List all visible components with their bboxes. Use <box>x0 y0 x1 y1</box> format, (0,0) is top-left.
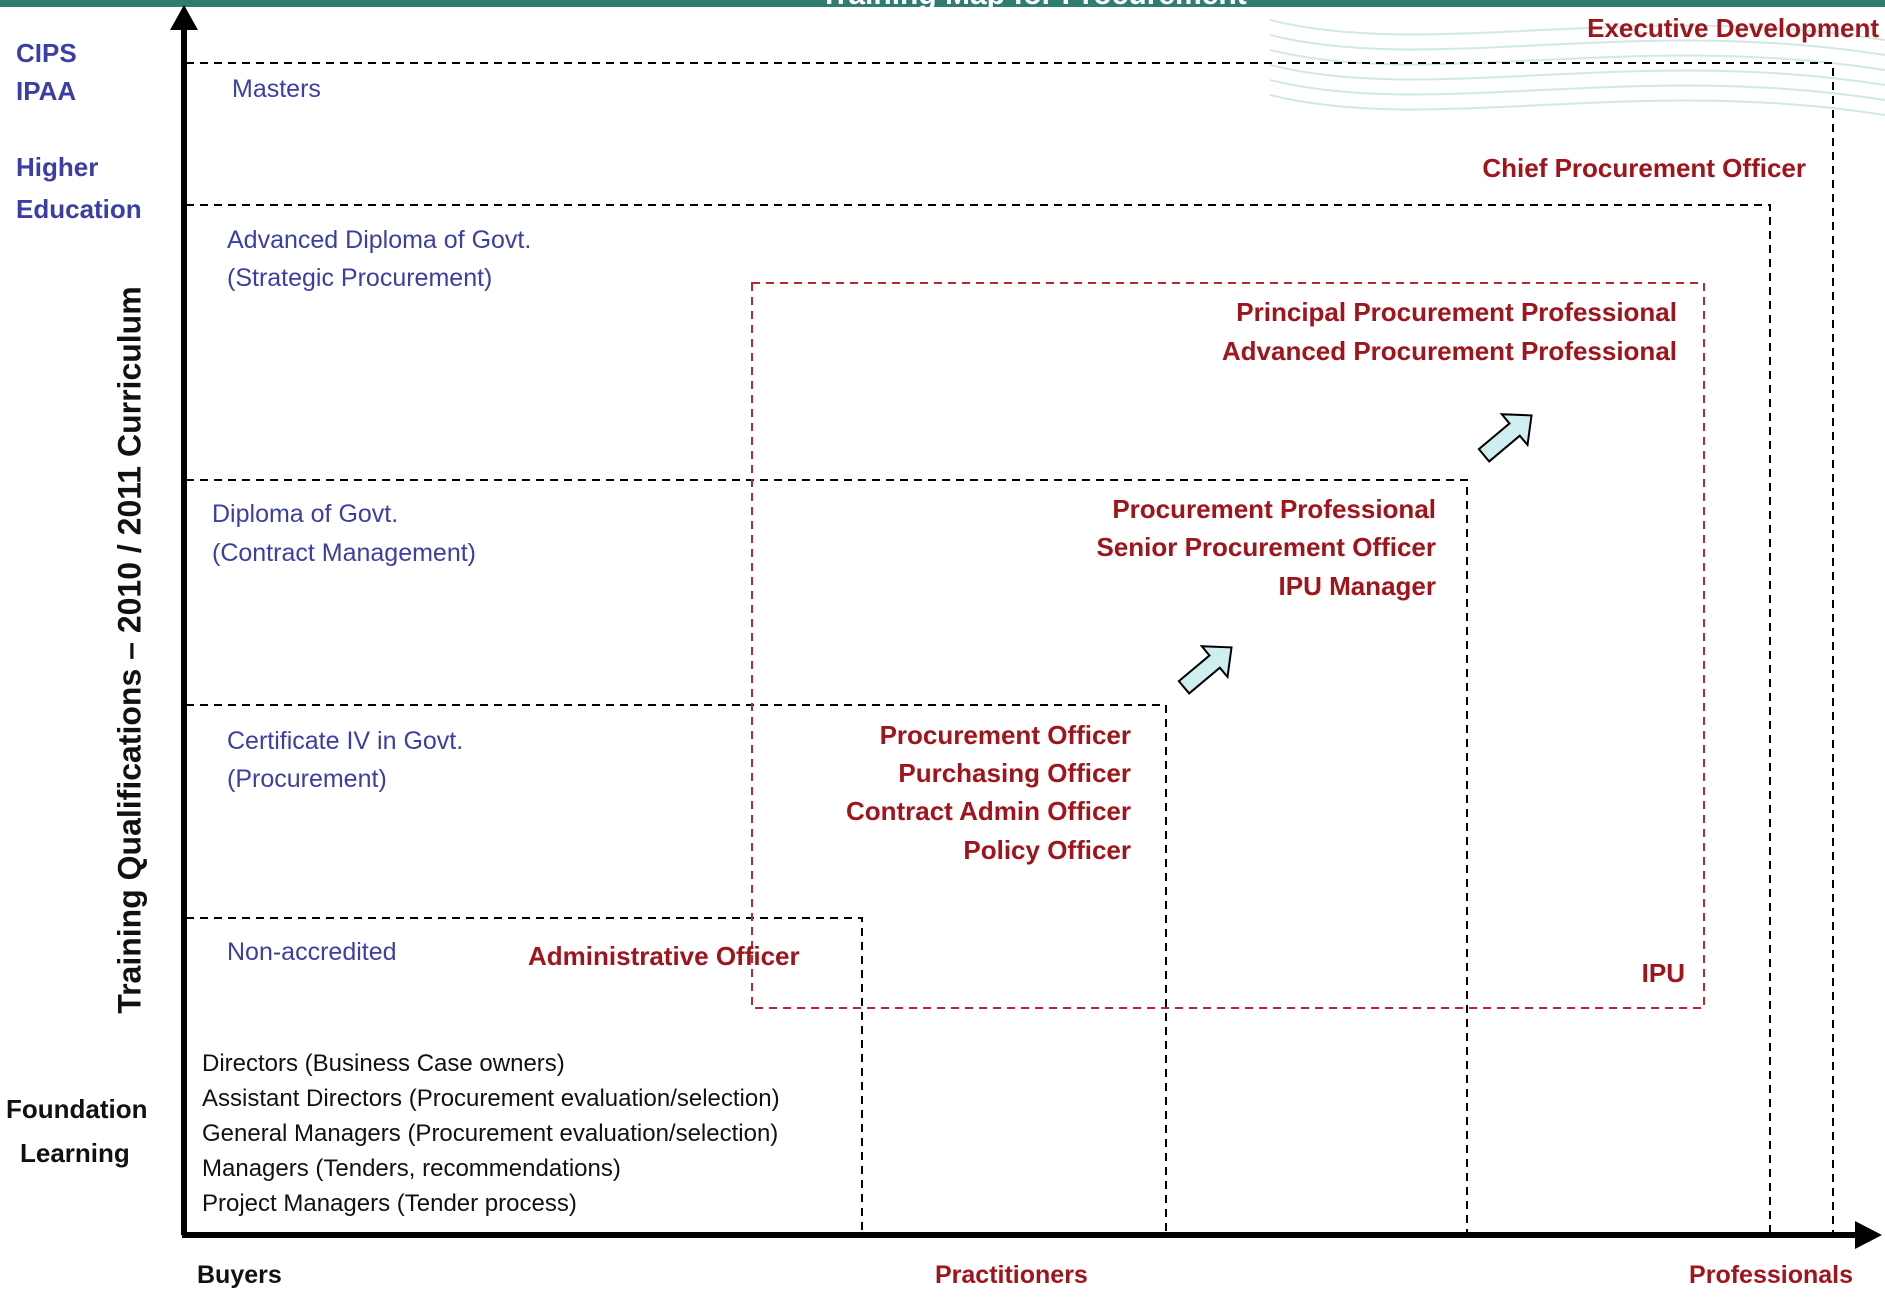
progress-arrow-upper <box>1477 413 1533 463</box>
role-principal: Principal Procurement Professional <box>1236 297 1677 327</box>
role-admin-officer: Administrative Officer <box>528 941 800 971</box>
role-ipu: IPU <box>1641 958 1685 988</box>
role-contract-admin: Contract Admin Officer <box>845 796 1131 826</box>
box-advanced-diploma <box>186 204 1771 1232</box>
qual-cert4-2: (Procurement) <box>227 765 387 793</box>
qual-adv-diploma-1: Advanced Diploma of Govt. <box>227 226 532 254</box>
role-policy-officer: Policy Officer <box>963 835 1131 865</box>
role-proc-officer: Procurement Officer <box>879 720 1131 750</box>
qual-non-accredited: Non-accredited <box>227 938 397 966</box>
role-proc-professional: Procurement Professional <box>1112 494 1436 524</box>
higher-education-line1: Higher <box>16 152 99 182</box>
qual-masters: Masters <box>232 75 321 103</box>
progress-arrow-lower <box>1177 645 1233 695</box>
role-advanced: Advanced Procurement Professional <box>1221 336 1677 366</box>
provider-cips: CIPS <box>16 38 77 68</box>
y-axis-label: Training Qualifications – 2010 / 2011 Cu… <box>111 286 148 1014</box>
provider-ipaa: IPAA <box>16 76 77 106</box>
box-masters <box>186 62 1834 1232</box>
foundation-role-2: General Managers (Procurement evaluation… <box>202 1120 779 1147</box>
foundation-role-0: Directors (Business Case owners) <box>202 1050 565 1077</box>
box-diploma <box>186 479 1468 1232</box>
y-axis-arrowhead <box>170 5 198 30</box>
foundation-role-1: Assistant Directors (Procurement evaluat… <box>202 1085 780 1112</box>
box-ipu <box>751 282 1705 1009</box>
role-executive: Executive Development <box>1587 13 1879 43</box>
x-axis-arrowhead <box>1855 1221 1882 1249</box>
foundation-role-4: Project Managers (Tender process) <box>202 1190 577 1217</box>
page-title: Training Map for Procurement <box>820 0 1247 12</box>
foundation-line1: Foundation <box>6 1094 148 1124</box>
role-senior-officer: Senior Procurement Officer <box>1096 532 1436 562</box>
x-axis-professionals: Professionals <box>1689 1261 1853 1289</box>
role-ipu-manager: IPU Manager <box>1278 571 1437 601</box>
higher-education-line2: Education <box>16 194 142 224</box>
foundation-line2: Learning <box>20 1138 130 1168</box>
foundation-role-3: Managers (Tenders, recommendations) <box>202 1155 621 1182</box>
qual-diploma-1: Diploma of Govt. <box>212 500 399 528</box>
qual-cert4-1: Certificate IV in Govt. <box>227 727 464 755</box>
x-axis-buyers: Buyers <box>197 1261 282 1289</box>
role-purchasing-officer: Purchasing Officer <box>898 758 1131 788</box>
x-axis-practitioners: Practitioners <box>935 1261 1088 1289</box>
box-non-accredited <box>186 917 863 1232</box>
qual-adv-diploma-2: (Strategic Procurement) <box>227 264 493 292</box>
box-certificate <box>186 704 1167 1232</box>
role-cpo: Chief Procurement Officer <box>1482 153 1806 183</box>
decorative-waves <box>1269 19 1885 116</box>
header-bar: Training Map for Procurement <box>0 0 1885 11</box>
qual-diploma-2: (Contract Management) <box>212 539 477 567</box>
